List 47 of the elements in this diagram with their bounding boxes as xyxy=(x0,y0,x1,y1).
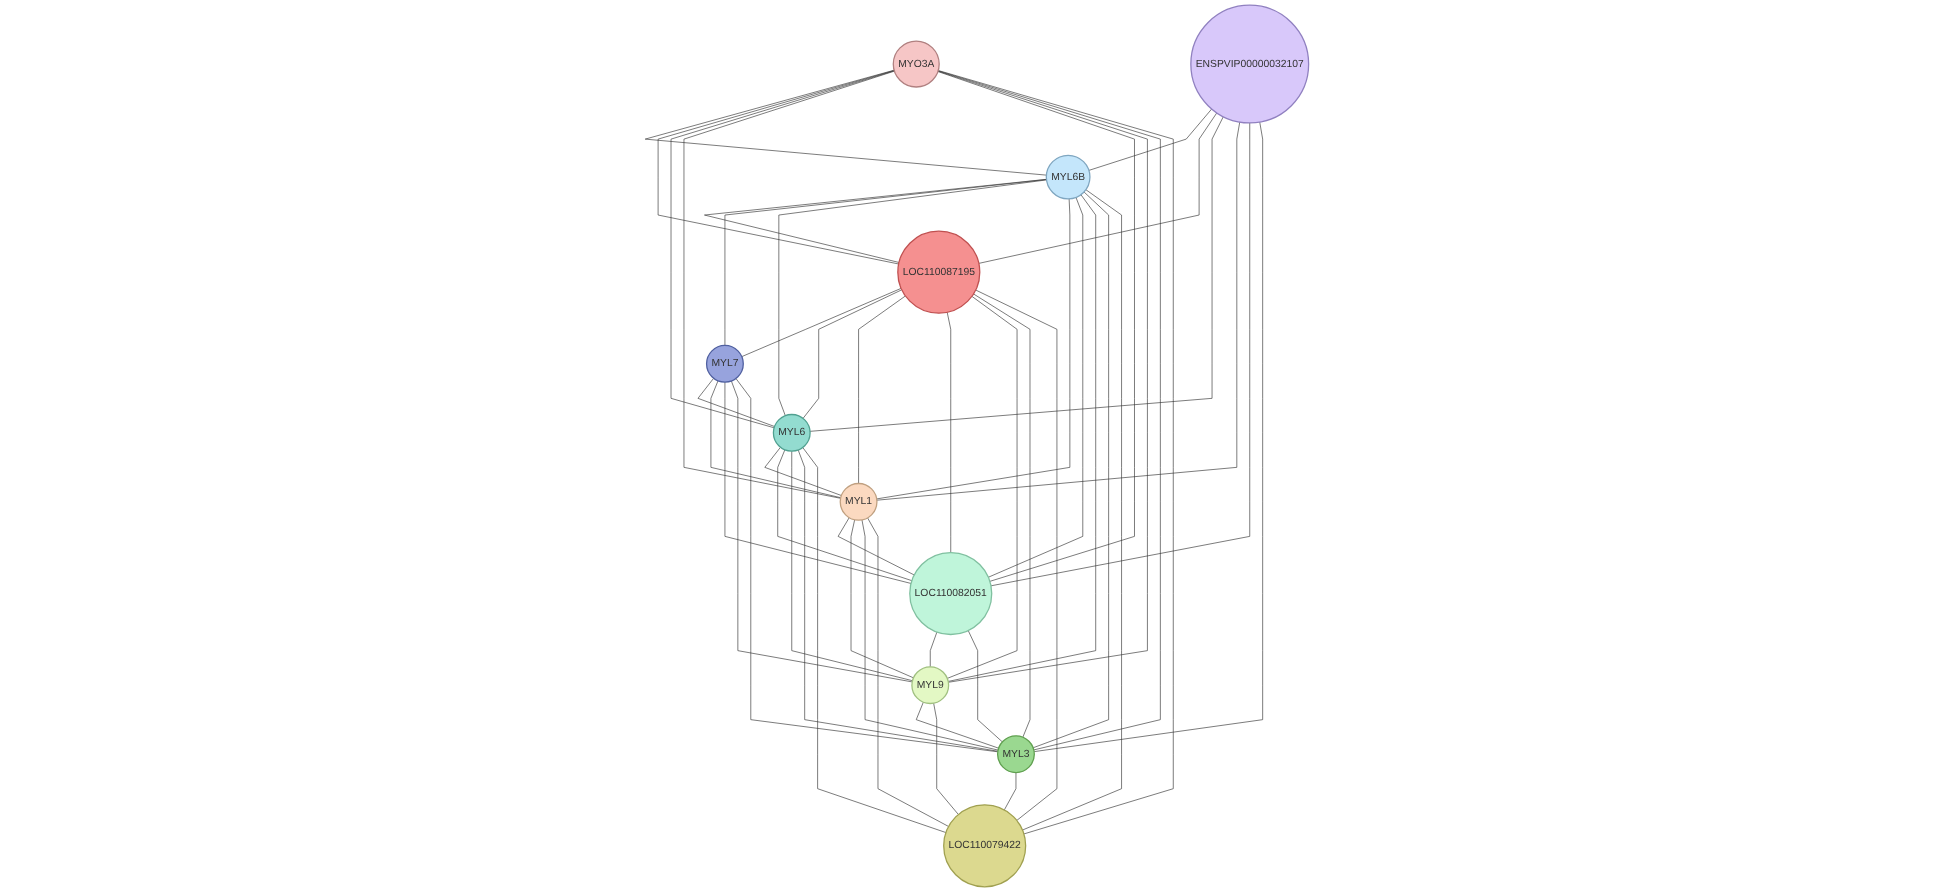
connector xyxy=(936,71,1134,582)
connector xyxy=(974,289,1057,821)
connector xyxy=(945,311,951,553)
connector xyxy=(801,447,946,833)
connector xyxy=(709,380,841,498)
connector xyxy=(669,70,894,429)
connector xyxy=(682,70,894,499)
connector xyxy=(723,381,911,584)
connector xyxy=(989,122,1250,587)
connector xyxy=(808,116,1223,432)
connector xyxy=(836,517,914,576)
connector xyxy=(937,70,1173,835)
connector xyxy=(860,519,998,751)
connector xyxy=(763,447,841,496)
connector xyxy=(696,377,774,427)
connector xyxy=(967,630,1002,743)
connector xyxy=(790,450,912,682)
connector xyxy=(929,631,937,668)
connector xyxy=(1003,772,1016,811)
connector xyxy=(875,121,1240,501)
connector xyxy=(1021,189,1121,831)
connector xyxy=(947,194,1096,682)
connector xyxy=(1032,121,1263,752)
connector xyxy=(1031,191,1109,749)
connector xyxy=(936,70,1147,683)
connector xyxy=(740,288,901,357)
connector xyxy=(656,70,899,265)
connector xyxy=(936,70,1160,751)
connector xyxy=(801,289,902,419)
connector xyxy=(643,69,1046,176)
connector xyxy=(857,295,905,484)
connector xyxy=(875,198,1070,500)
connector xyxy=(777,179,1046,416)
connector xyxy=(977,112,1217,264)
connector xyxy=(796,449,998,752)
connector xyxy=(849,519,913,679)
connector xyxy=(776,449,912,581)
connector xyxy=(915,701,999,749)
connector xyxy=(972,293,1030,738)
connector xyxy=(734,378,998,753)
connector xyxy=(1087,108,1212,171)
connector xyxy=(730,380,912,683)
connector xyxy=(723,179,1046,346)
connector xyxy=(987,197,1083,578)
connector xyxy=(703,179,1046,263)
connector xyxy=(946,296,1017,679)
connector xyxy=(932,702,958,815)
